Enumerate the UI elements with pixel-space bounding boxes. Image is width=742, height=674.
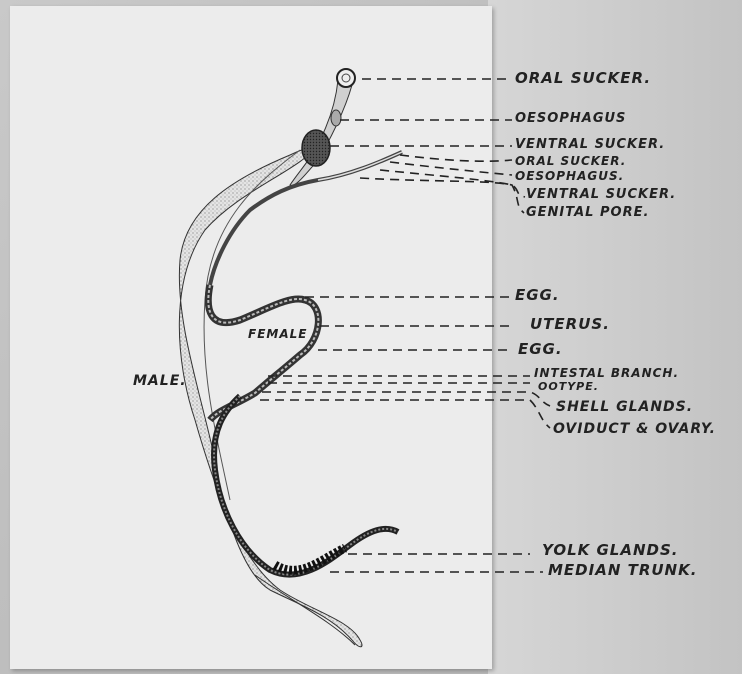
label-intestinal-branch: INTESTAL BRANCH.	[534, 367, 679, 379]
ventral-sucker-shape	[302, 130, 330, 166]
label-uterus: UTERUS.	[530, 317, 610, 332]
label-yolk-glands: YOLK GLANDS.	[542, 543, 678, 558]
label-shell-glands: SHELL GLANDS.	[556, 400, 693, 414]
label-genital-pore: GENITAL PORE.	[526, 206, 649, 219]
label-ootype: OOTYPE.	[538, 381, 599, 392]
label-oesophagus: OESOPHAGUS	[515, 112, 626, 125]
label-ventral-sucker: VENTRAL SUCKER.	[515, 138, 665, 151]
oral-sucker-shape	[337, 69, 355, 87]
label-oesophagus-female: OESOPHAGUS.	[515, 170, 624, 182]
label-egg-2: EGG.	[518, 342, 563, 357]
label-male: MALE.	[133, 374, 187, 388]
male-tail	[255, 575, 355, 645]
label-oral-sucker: ORAL SUCKER.	[515, 71, 651, 86]
label-female: FEMALE	[248, 328, 307, 340]
label-oviduct-ovary: OVIDUCT & OVARY.	[553, 422, 716, 436]
label-median-trunk: MEDIAN TRUNK.	[548, 563, 697, 578]
label-oral-sucker-female: ORAL SUCKER.	[515, 155, 626, 167]
label-egg-1: EGG.	[515, 288, 560, 303]
oesophagus-shape	[331, 110, 341, 126]
label-ventral-sucker-female: VENTRAL SUCKER.	[526, 188, 676, 201]
